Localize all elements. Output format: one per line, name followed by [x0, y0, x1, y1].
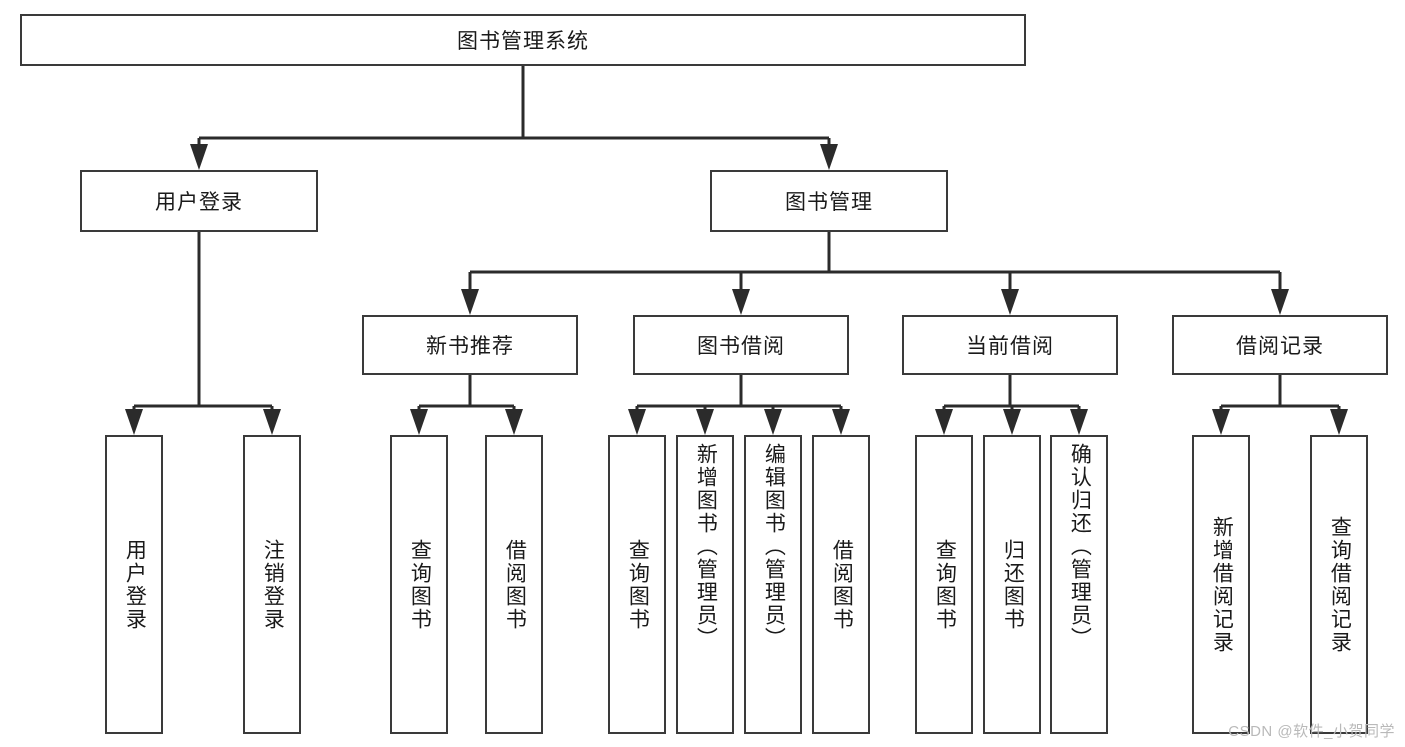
node-label-borrow-record: 借阅记录: [1236, 335, 1324, 358]
node-label-leaf-logout: 注销登录: [261, 538, 285, 631]
watermark: CSDN @软件_小贺同学: [1228, 723, 1395, 740]
node-label-leaf-edit-book: 编辑图书（管理员）: [762, 443, 786, 650]
node-leaf-return-book[interactable]: 归还图书: [983, 435, 1041, 734]
node-leaf-query-book-bb[interactable]: 查询图书: [608, 435, 666, 734]
arrow-head-icon: [1271, 289, 1289, 315]
node-label-leaf-confirm-return: 确认归还（管理员）: [1068, 443, 1092, 650]
node-label-leaf-query-book-cb: 查询图书: [933, 538, 957, 631]
node-leaf-add-record[interactable]: 新增借阅记录: [1192, 435, 1250, 734]
node-leaf-borrow-book-bb[interactable]: 借阅图书: [812, 435, 870, 734]
node-new-book-rec[interactable]: 新书推荐: [362, 315, 578, 375]
node-leaf-edit-book[interactable]: 编辑图书（管理员）: [744, 435, 802, 734]
node-label-leaf-query-book-rec: 查询图书: [408, 538, 432, 631]
node-label-leaf-borrow-book-bb: 借阅图书: [830, 538, 854, 631]
arrow-head-icon: [820, 144, 838, 170]
node-label-root: 图书管理系统: [457, 30, 589, 53]
arrow-head-icon: [190, 144, 208, 170]
arrow-head-icon: [696, 409, 714, 435]
node-label-new-book-rec: 新书推荐: [426, 335, 514, 358]
node-borrow-record[interactable]: 借阅记录: [1172, 315, 1388, 375]
arrow-head-icon: [1070, 409, 1088, 435]
node-label-current-borrow: 当前借阅: [966, 335, 1054, 358]
node-leaf-query-record[interactable]: 查询借阅记录: [1310, 435, 1368, 734]
node-label-leaf-add-book: 新增图书（管理员）: [694, 443, 718, 650]
arrow-head-icon: [628, 409, 646, 435]
node-leaf-add-book[interactable]: 新增图书（管理员）: [676, 435, 734, 734]
node-leaf-confirm-return[interactable]: 确认归还（管理员）: [1050, 435, 1108, 734]
arrow-head-icon: [125, 409, 143, 435]
arrow-head-icon: [764, 409, 782, 435]
node-label-leaf-user-login: 用户登录: [123, 538, 147, 631]
arrow-head-icon: [935, 409, 953, 435]
node-label-leaf-borrow-book-rec: 借阅图书: [503, 538, 527, 631]
node-leaf-borrow-book-rec[interactable]: 借阅图书: [485, 435, 543, 734]
arrow-head-icon: [1212, 409, 1230, 435]
arrow-head-icon: [263, 409, 281, 435]
node-user-login[interactable]: 用户登录: [80, 170, 318, 232]
node-label-leaf-query-record: 查询借阅记录: [1328, 515, 1352, 654]
arrow-head-icon: [505, 409, 523, 435]
node-label-leaf-add-record: 新增借阅记录: [1210, 515, 1234, 654]
arrow-head-icon: [461, 289, 479, 315]
node-root[interactable]: 图书管理系统: [20, 14, 1026, 66]
arrow-head-icon: [1003, 409, 1021, 435]
node-leaf-query-book-cb[interactable]: 查询图书: [915, 435, 973, 734]
node-label-book-borrow: 图书借阅: [697, 335, 785, 358]
arrow-head-icon: [732, 289, 750, 315]
node-label-leaf-return-book: 归还图书: [1001, 538, 1025, 631]
arrow-head-icon: [832, 409, 850, 435]
node-current-borrow[interactable]: 当前借阅: [902, 315, 1118, 375]
arrow-head-icon: [1330, 409, 1348, 435]
node-leaf-query-book-rec[interactable]: 查询图书: [390, 435, 448, 734]
arrow-head-icon: [1001, 289, 1019, 315]
node-book-borrow[interactable]: 图书借阅: [633, 315, 849, 375]
node-label-user-login: 用户登录: [155, 191, 243, 214]
node-leaf-user-login[interactable]: 用户登录: [105, 435, 163, 734]
node-book-manage[interactable]: 图书管理: [710, 170, 948, 232]
node-label-book-manage: 图书管理: [785, 191, 873, 214]
node-label-leaf-query-book-bb: 查询图书: [626, 538, 650, 631]
node-leaf-logout[interactable]: 注销登录: [243, 435, 301, 734]
arrow-head-icon: [410, 409, 428, 435]
